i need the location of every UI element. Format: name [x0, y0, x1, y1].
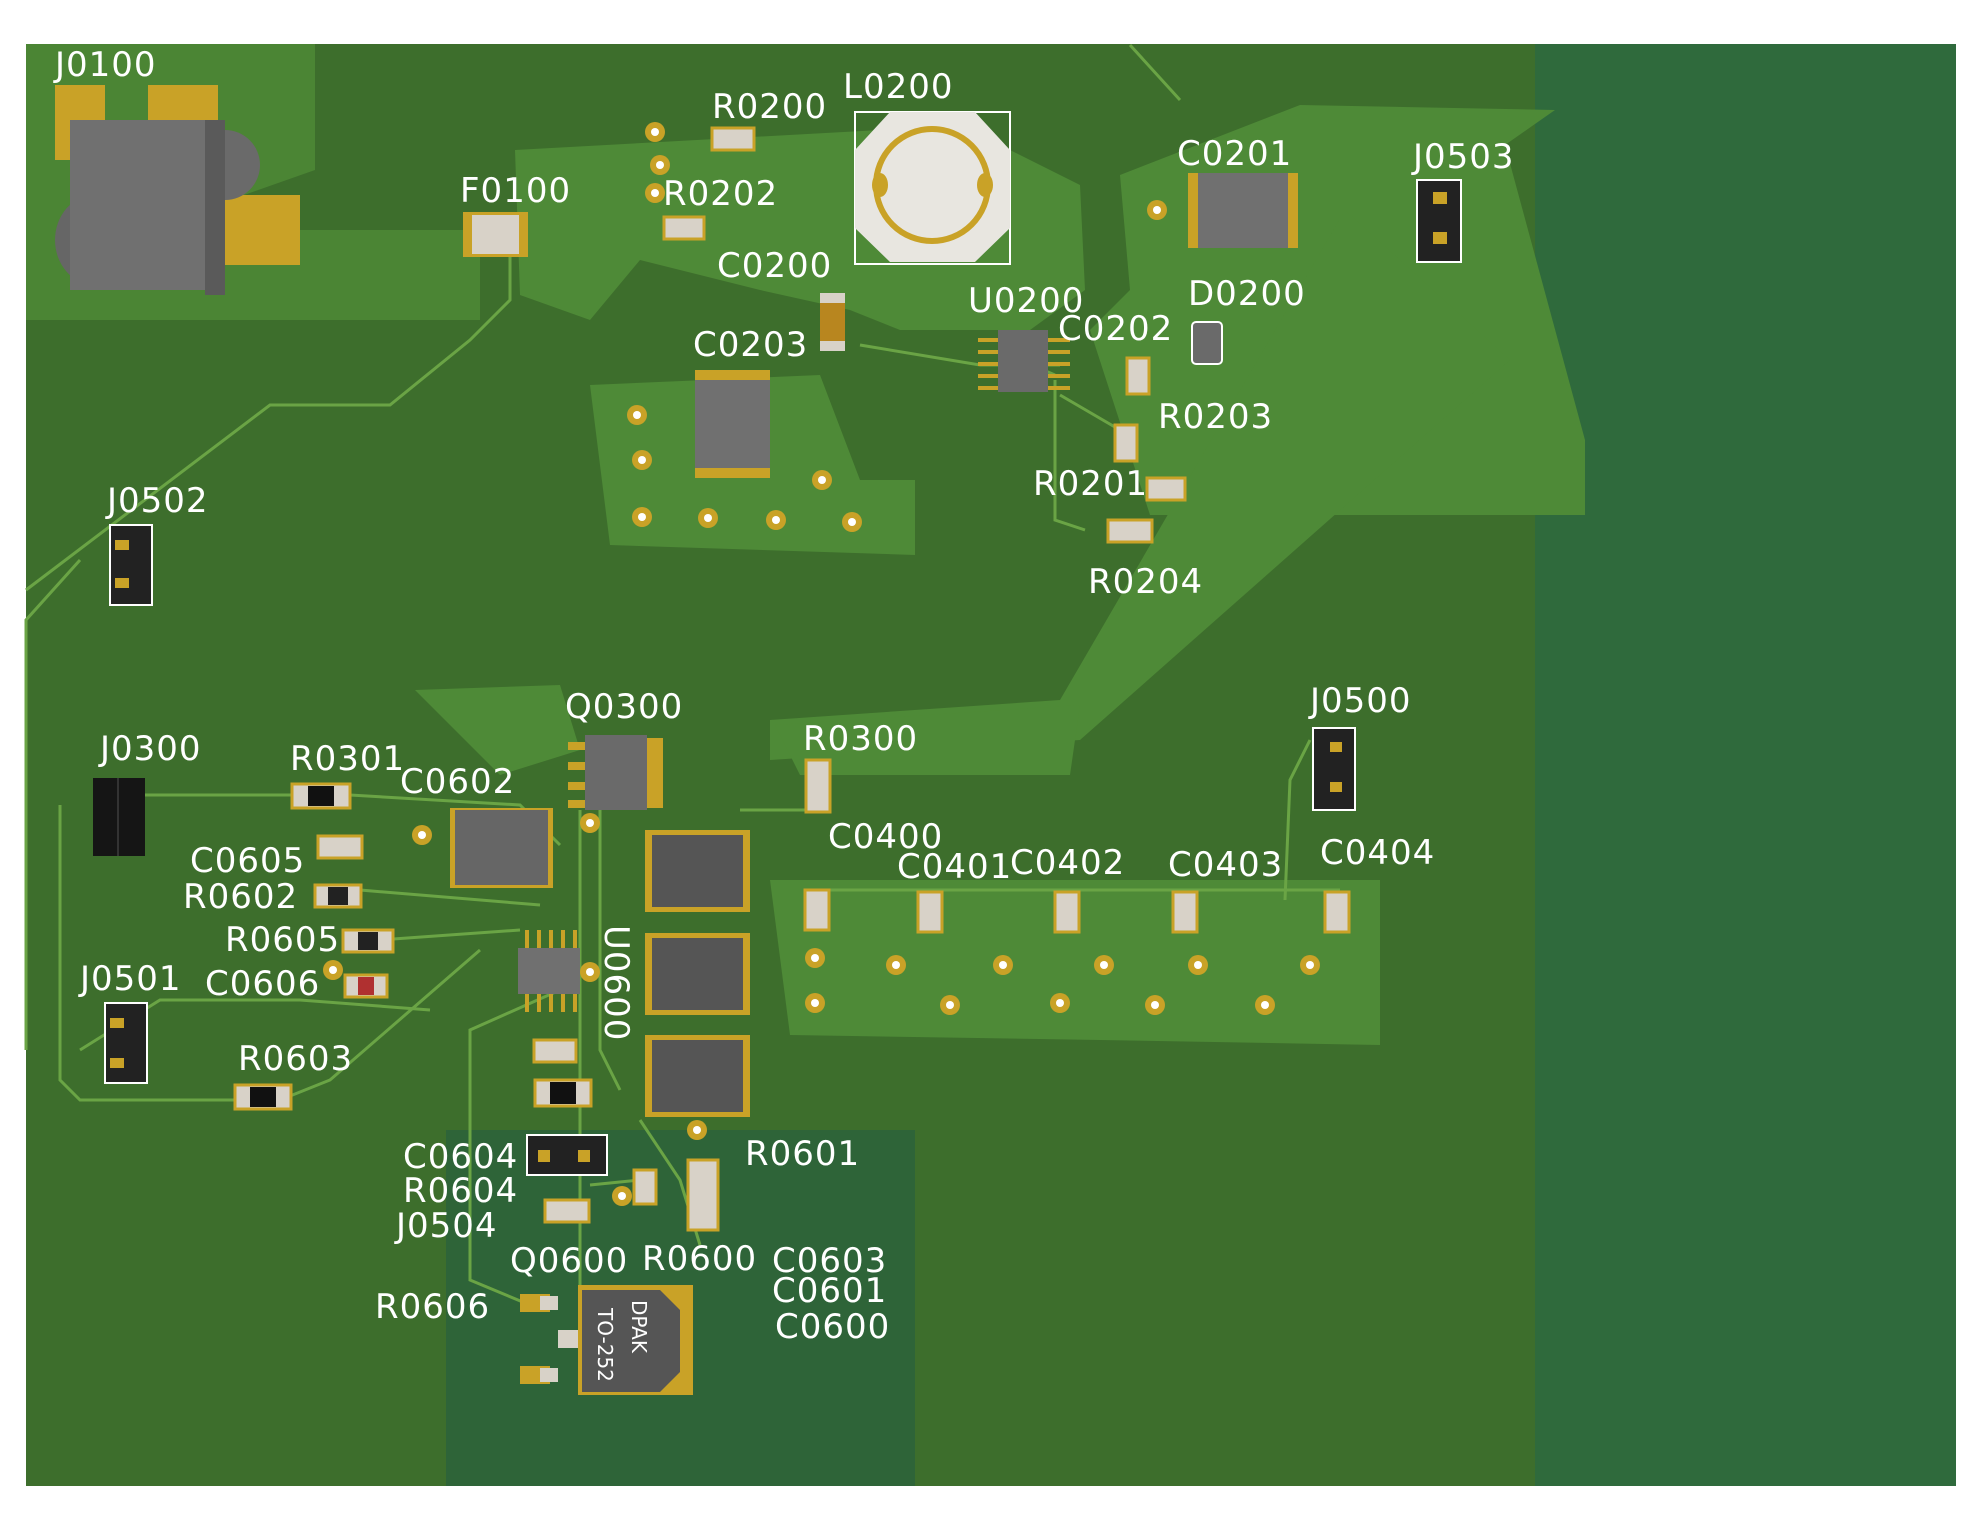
label-c0403: C0403: [1168, 845, 1283, 885]
label-r0603: R0603: [238, 1039, 353, 1079]
chip-passives: [316, 126, 1351, 1232]
f0100-fuse: [463, 212, 528, 257]
label-j0500: J0500: [1308, 681, 1412, 721]
q0600-dpak: [520, 1285, 693, 1395]
c0602-capacitor: [450, 808, 553, 888]
label-c0404: C0404: [1320, 833, 1435, 873]
label-r0200: R0200: [712, 87, 827, 127]
label-c0401: C0401: [897, 847, 1012, 887]
l0200-inductor: [854, 111, 1011, 265]
label-j0503: J0503: [1411, 137, 1515, 177]
via-holes: [329, 128, 1314, 1200]
c0603-capacitor: [645, 830, 750, 912]
package-marking-dpak: DPAK: [627, 1300, 651, 1354]
j0500-header: [1312, 727, 1356, 811]
label-j0300: J0300: [98, 729, 202, 769]
label-d0200: D0200: [1188, 274, 1306, 314]
label-j0501: J0501: [78, 959, 182, 999]
label-c0602: C0602: [400, 762, 515, 802]
j0503-header: [1416, 179, 1462, 263]
label-c0603: C0603: [772, 1241, 887, 1281]
u0600-ic: [518, 930, 580, 1012]
label-c0606: C0606: [205, 964, 320, 1004]
d0200-diode: [1191, 321, 1223, 365]
label-j0504: J0504: [394, 1206, 498, 1246]
label-f0100: F0100: [460, 171, 571, 211]
designator-labels: J0100 F0100 R0200 R0202 L0200 C0200 C020…: [53, 45, 1515, 1347]
label-r0204: R0204: [1088, 562, 1203, 602]
j0504-header: [526, 1134, 608, 1176]
label-r0600: R0600: [642, 1239, 757, 1279]
j0100-connector: [55, 85, 300, 295]
label-c0604: C0604: [403, 1137, 518, 1177]
label-l0200: L0200: [843, 67, 953, 107]
label-r0203: R0203: [1158, 397, 1273, 437]
label-r0604: R0604: [403, 1171, 518, 1211]
label-c0203: C0203: [693, 325, 808, 365]
label-j0502: J0502: [105, 481, 209, 521]
u0200-ic: [978, 330, 1070, 392]
label-r0606: R0606: [375, 1287, 490, 1327]
q0300-mosfet: [568, 735, 663, 810]
label-r0202: R0202: [663, 174, 778, 214]
label-q0300: Q0300: [565, 687, 683, 727]
label-r0605: R0605: [225, 920, 340, 960]
r0300-pour: [775, 705, 1080, 775]
marked-resistors: [233, 782, 593, 1111]
j0300-connector: [93, 778, 145, 856]
label-c0201: C0201: [1177, 134, 1292, 174]
label-c0601: C0601: [772, 1271, 887, 1311]
label-r0601: R0601: [745, 1134, 860, 1174]
label-j0100: J0100: [53, 45, 157, 85]
c0203-capacitor: [695, 370, 770, 478]
c0200-capacitor: [820, 293, 845, 351]
label-c0402: C0402: [1010, 843, 1125, 883]
label-c0605: C0605: [190, 841, 305, 881]
c0601-capacitor: [645, 933, 750, 1015]
label-c0202: C0202: [1058, 309, 1173, 349]
j0501-header: [104, 1002, 148, 1084]
package-marking-to252: TO-252: [593, 1307, 617, 1382]
label-r0602: R0602: [183, 877, 298, 917]
c0600-capacitor: [645, 1035, 750, 1117]
label-u0200: U0200: [968, 281, 1084, 321]
right-ground-pour: [1535, 44, 1956, 1486]
label-c0200: C0200: [717, 246, 832, 286]
label-c0400: C0400: [828, 817, 943, 857]
j0502-header: [109, 524, 153, 606]
label-r0300: R0300: [803, 719, 918, 759]
q0300-pour: [415, 685, 580, 775]
label-u0600: U0600: [596, 925, 636, 1041]
label-c0600: C0600: [775, 1307, 890, 1347]
label-r0201: R0201: [1033, 464, 1148, 504]
label-q0600: Q0600: [510, 1241, 628, 1281]
c0201-capacitor: [1188, 173, 1298, 248]
label-r0301: R0301: [290, 739, 405, 779]
diagonal-trace-pour: [770, 210, 1510, 760]
